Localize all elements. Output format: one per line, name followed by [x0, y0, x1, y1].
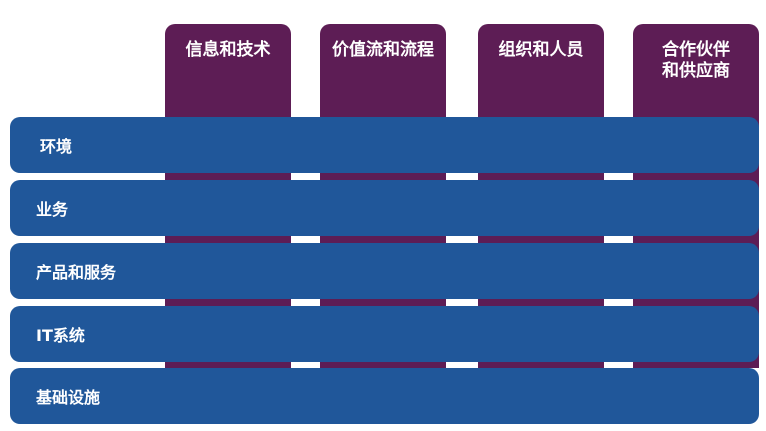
column-label: 合作伙伴 和供应商 — [662, 40, 730, 81]
row-products-and-services: 产品和服务 — [10, 243, 759, 299]
row-label: 环境 — [40, 137, 73, 156]
column-label: 组织和人员 — [498, 40, 584, 60]
row-label: 产品和服务 — [36, 263, 117, 282]
column-label: 价值流和流程 — [332, 40, 434, 60]
row-infrastructure: 基础设施 — [10, 368, 759, 424]
row-label: 业务 — [36, 200, 69, 219]
row-business: 业务 — [10, 180, 759, 236]
row-environment: 环境 — [10, 117, 759, 173]
column-label: 信息和技术 — [185, 40, 271, 60]
row-label: 基础设施 — [36, 388, 101, 407]
row-label: IT系统 — [36, 326, 85, 345]
row-it-systems: IT系统 — [10, 306, 759, 362]
